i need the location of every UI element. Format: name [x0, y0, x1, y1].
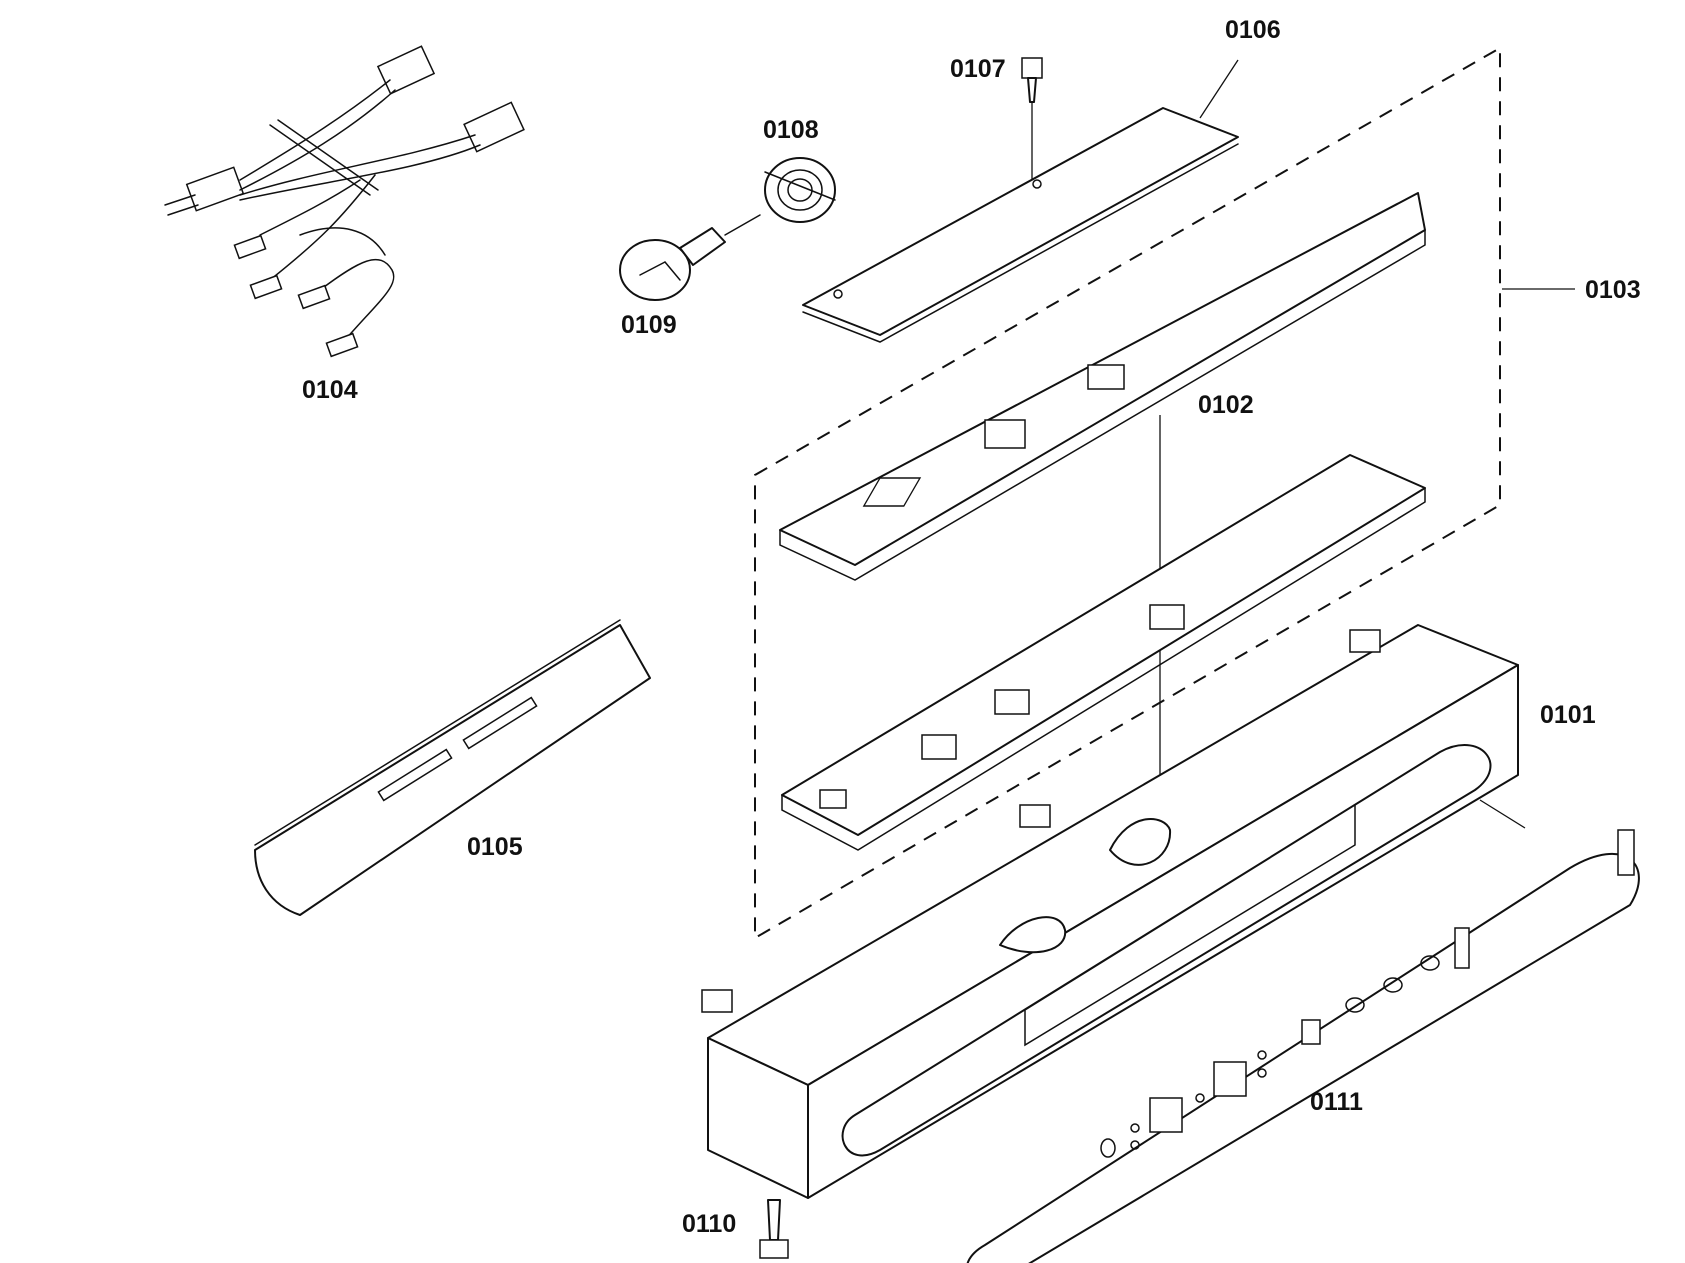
housing-0101 [701, 624, 1526, 1199]
part-label-0106: 0106 [1225, 16, 1281, 44]
part-label-0101: 0101 [1540, 701, 1596, 729]
part-label-0107: 0107 [950, 55, 1006, 83]
part-label-0108: 0108 [763, 116, 819, 144]
wire-harness-0104 [164, 45, 525, 358]
part-label-0103: 0103 [1585, 276, 1641, 304]
part-label-0104: 0104 [302, 376, 358, 404]
front-panel-0111 [966, 829, 1640, 1263]
part-label-0109: 0109 [621, 311, 677, 339]
screw-0107 [1021, 57, 1043, 180]
part-label-0110: 0110 [682, 1210, 737, 1238]
assembly-boundary-0103 [754, 46, 1575, 940]
light-diffuser-0105 [254, 619, 651, 916]
lower-circuit-board [781, 454, 1426, 851]
circuit-board-0102 [779, 192, 1426, 820]
part-label-0111: 0111 [1310, 1088, 1363, 1116]
part-label-0105: 0105 [467, 833, 523, 861]
screw-0110 [759, 1199, 789, 1259]
part-label-0102: 0102 [1198, 391, 1254, 419]
cover-plate-0106 [802, 59, 1239, 343]
light-bulb-0109 [619, 214, 761, 301]
lamp-socket-0108 [764, 157, 836, 223]
